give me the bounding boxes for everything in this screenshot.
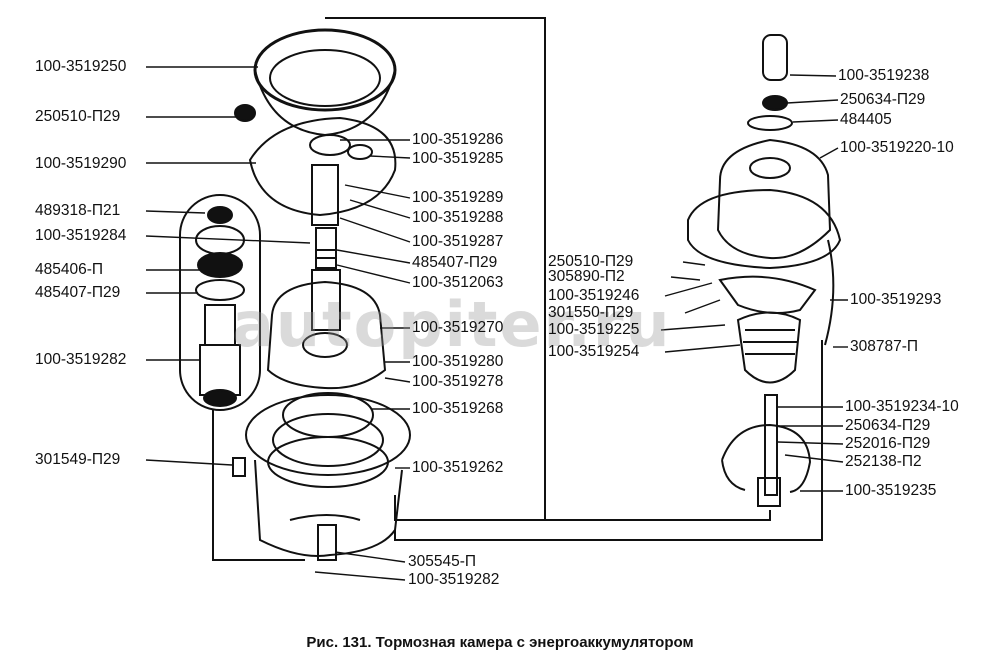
part-label: 100-3519290 xyxy=(35,155,127,172)
part-label: 100-3519285 xyxy=(412,150,504,167)
part-label: 485406-П xyxy=(35,261,104,278)
part-label: 250634-П29 xyxy=(840,91,926,108)
part-label: 100-3519235 xyxy=(845,482,937,499)
part-label: 485407-П29 xyxy=(412,254,498,271)
part-label: 252016-П29 xyxy=(845,435,931,452)
part-label: 100-3519268 xyxy=(412,400,504,417)
part-label: 100-3519287 xyxy=(412,233,504,250)
part-label: 100-3519220-10 xyxy=(840,139,954,156)
part-label: 100-3519254 xyxy=(548,343,640,360)
part-label: 250510-П29 xyxy=(548,253,634,270)
adjuster-capsule xyxy=(179,194,261,411)
part-label: 485407-П29 xyxy=(35,284,121,301)
part-label: 301550-П29 xyxy=(548,304,634,321)
cylinder xyxy=(266,280,387,390)
spring-housing xyxy=(245,394,411,476)
part-label: 250634-П29 xyxy=(845,417,931,434)
clamp-ring xyxy=(248,116,397,217)
bolt-clevis xyxy=(762,34,788,81)
connector-line xyxy=(212,410,305,561)
part-label: 100-3519284 xyxy=(35,227,127,244)
figure-caption: Рис. 131. Тормозная камера с энергоаккум… xyxy=(306,634,694,651)
part-label: 100-3519278 xyxy=(412,373,504,390)
part-label: 305890-П2 xyxy=(548,268,625,285)
connector-line xyxy=(394,340,823,541)
part-label: 100-3519289 xyxy=(412,189,504,206)
part-label: 100-3519238 xyxy=(838,67,930,84)
part-label: 100-3519246 xyxy=(548,287,640,304)
part-label: 100-3519282 xyxy=(35,351,127,368)
part-label: 100-3519286 xyxy=(412,131,504,148)
part-label: 308787-П xyxy=(850,338,919,355)
chamber-cover xyxy=(716,138,832,260)
part-label: 100-3512063 xyxy=(412,274,504,291)
part-label: 484405 xyxy=(840,111,892,128)
part-label: 100-3519270 xyxy=(412,319,504,336)
part-label: 100-3519288 xyxy=(412,209,504,226)
part-label: 100-3519293 xyxy=(850,291,942,308)
part-label: 252138-П2 xyxy=(845,453,922,470)
watermark: autopiter.ru xyxy=(232,288,672,361)
part-label: 100-3519280 xyxy=(412,353,504,370)
part-label: 100-3519225 xyxy=(548,321,640,338)
part-label: 305545-П xyxy=(408,553,477,570)
chamber-clamp xyxy=(687,188,842,270)
boot xyxy=(736,311,802,384)
part-label: 301549-П29 xyxy=(35,451,121,468)
nut xyxy=(234,104,256,122)
part-label: 100-3519262 xyxy=(412,459,504,476)
part-label: 100-3519250 xyxy=(35,58,127,75)
diaphragm-cup xyxy=(253,28,397,112)
fork xyxy=(721,423,812,493)
part-label: 100-3519282 xyxy=(408,571,500,588)
connector-line xyxy=(545,510,771,521)
part-label: 100-3519234-10 xyxy=(845,398,959,415)
part-label: 489318-П21 xyxy=(35,202,121,219)
part-label: 250510-П29 xyxy=(35,108,121,125)
